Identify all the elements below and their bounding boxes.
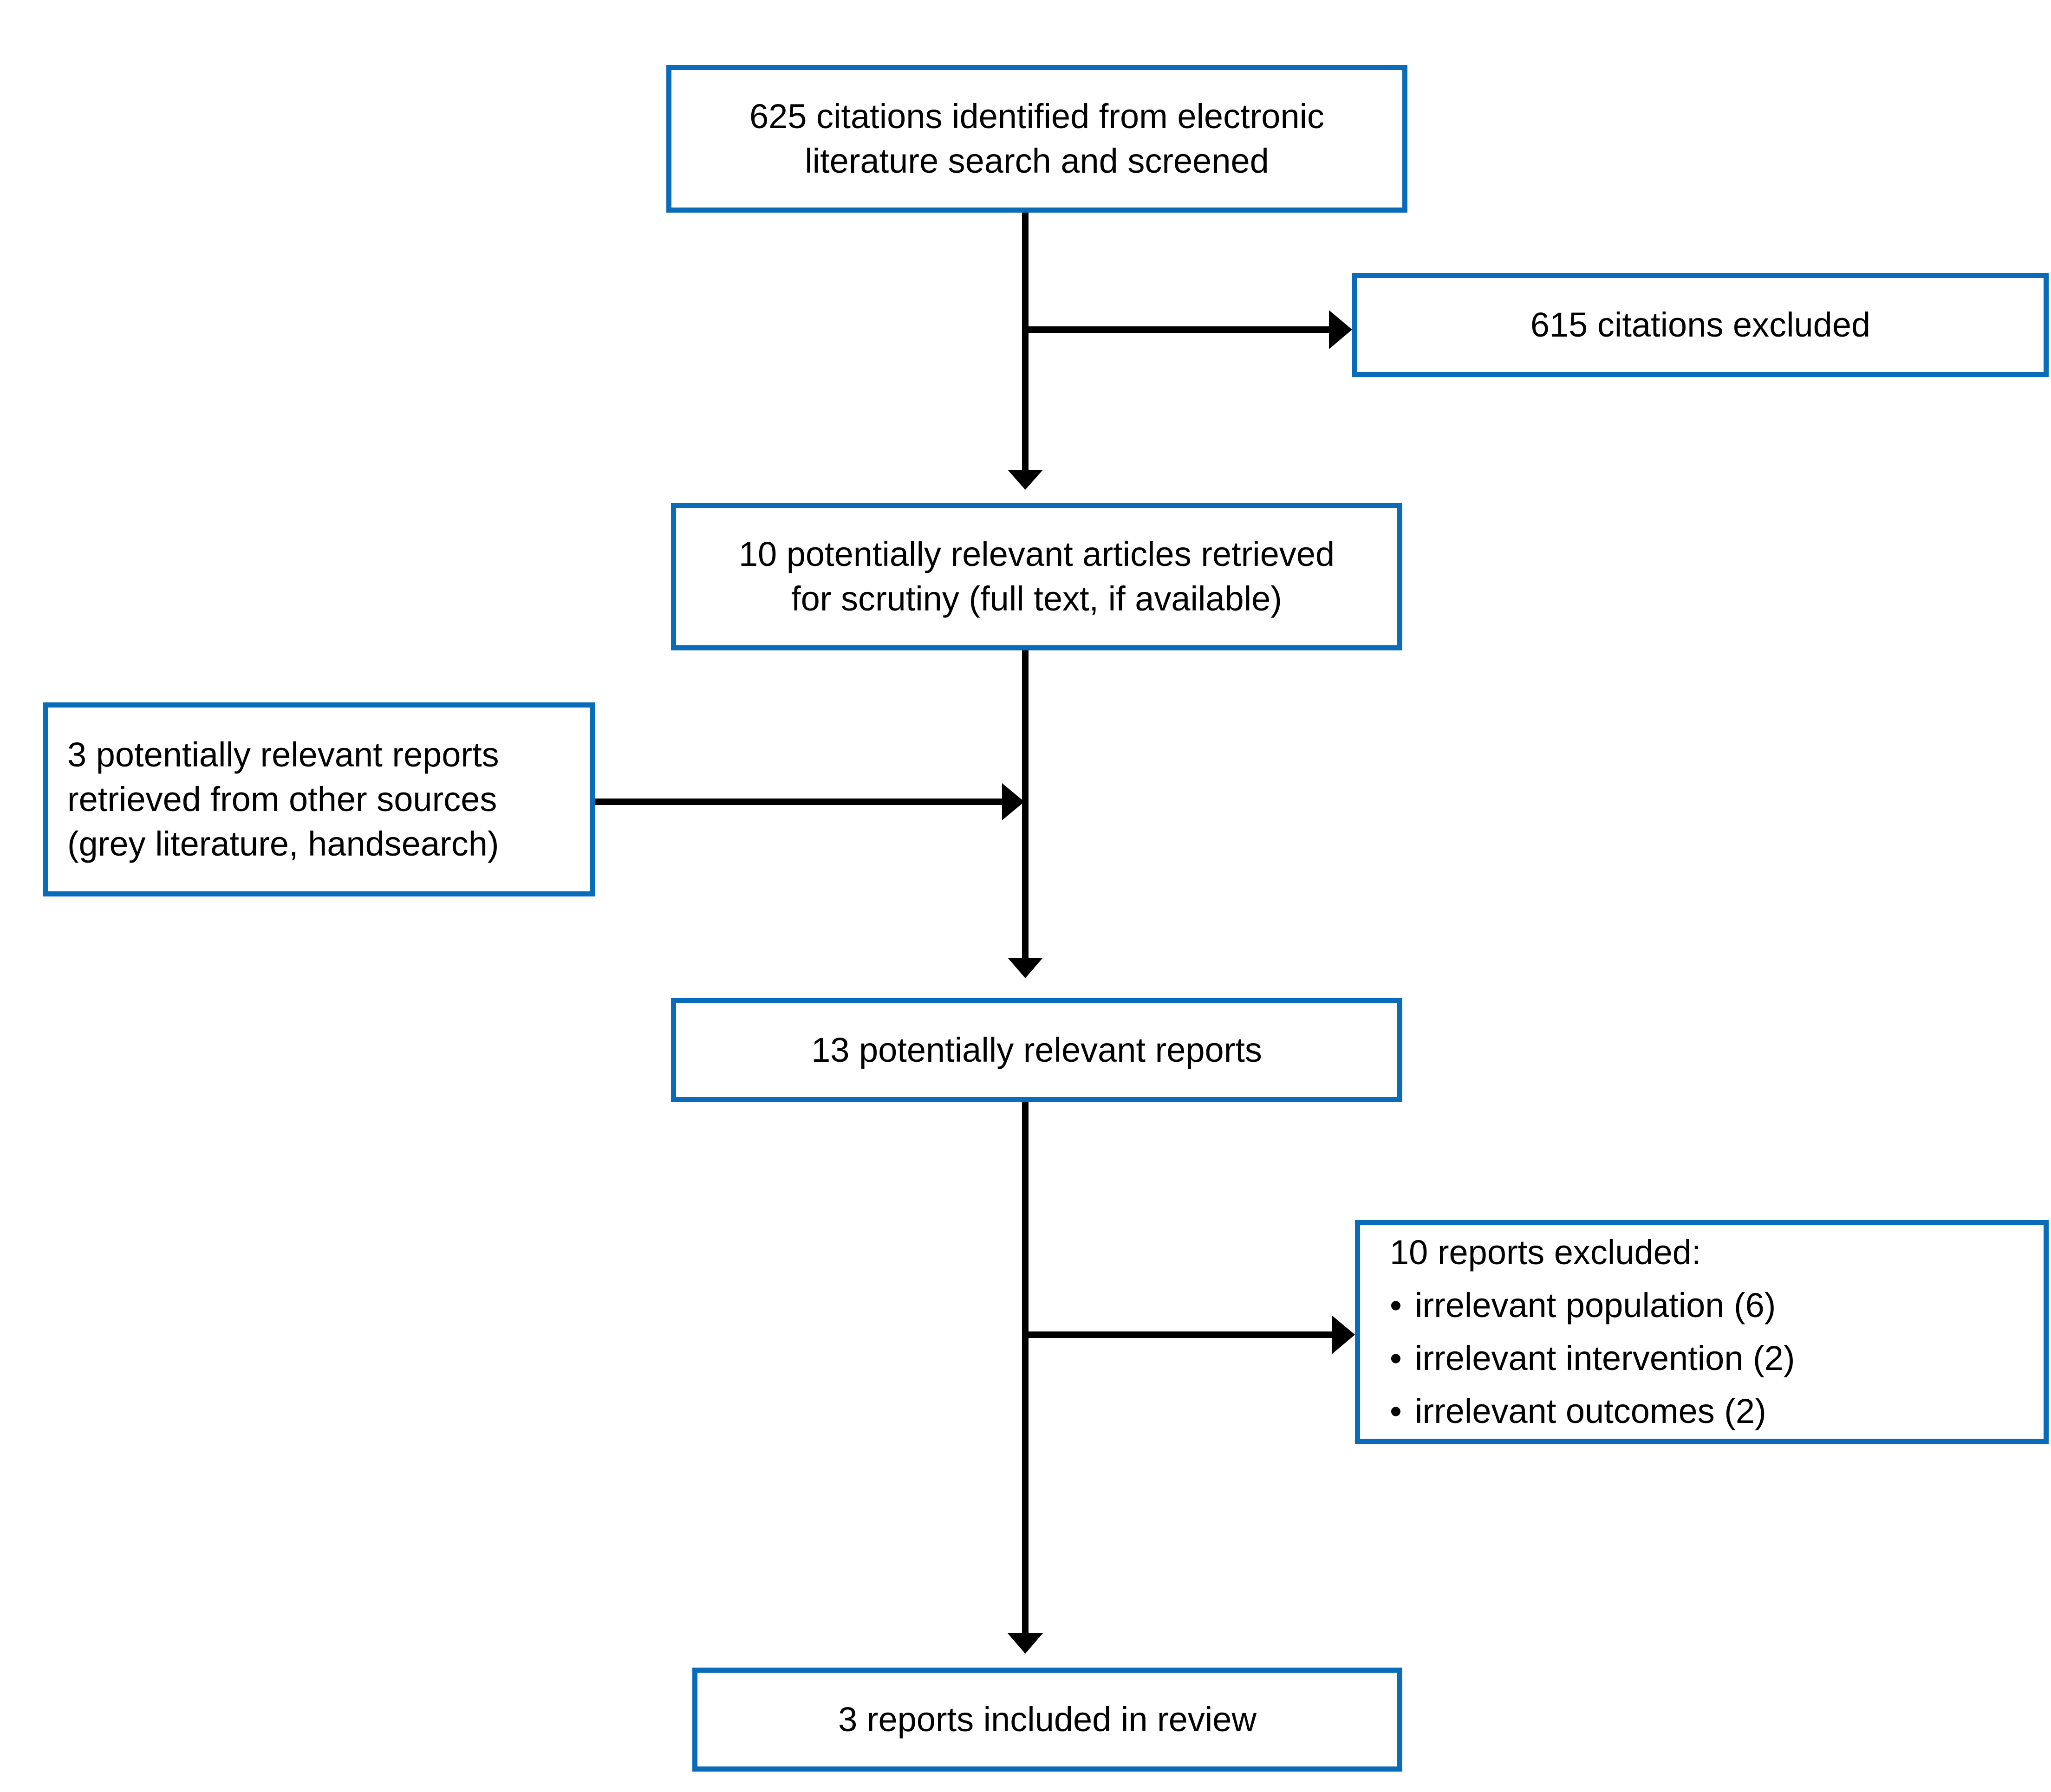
connector-retrieved-to-potentially-relevant — [1008, 650, 1043, 978]
box-articles-retrieved-label: 10 potentially relevant articles retriev… — [738, 534, 1335, 618]
bullet-icon: • — [1390, 1286, 1402, 1325]
box-reports-included: 3 reports included in review — [692, 1668, 1402, 1772]
box-citations-excluded: 615 citations excluded — [1352, 273, 2049, 377]
reports-excluded-item-outcomes-label: irrelevant outcomes (2) — [1415, 1392, 1766, 1431]
box-articles-retrieved: 10 potentially relevant articles retriev… — [671, 503, 1402, 650]
box-potentially-relevant-reports-label: 13 potentially relevant reports — [811, 1030, 1262, 1069]
reports-excluded-item-intervention-label: irrelevant intervention (2) — [1415, 1339, 1795, 1377]
connector-other-sources-to-trunk — [595, 783, 1024, 820]
reports-excluded-heading: 10 reports excluded: — [1390, 1233, 1701, 1272]
connector-potentially-relevant-to-included — [1008, 1102, 1043, 1654]
reports-excluded-item-outcomes: • irrelevant outcomes (2) — [1390, 1389, 2044, 1434]
box-other-sources-label: 3 potentially relevant reports retrieved… — [67, 735, 499, 864]
connector-identified-to-retrieved — [1008, 213, 1043, 490]
reports-excluded-list: 10 reports excluded: • irrelevant popula… — [1360, 1230, 2044, 1434]
bullet-icon: • — [1390, 1339, 1402, 1377]
reports-excluded-item-population: • irrelevant population (6) — [1390, 1283, 2044, 1328]
bullet-icon: • — [1390, 1392, 1402, 1431]
box-citations-identified-label: 625 citations identified from electronic… — [749, 97, 1325, 180]
box-citations-identified: 625 citations identified from electronic… — [666, 65, 1407, 213]
box-reports-included-label: 3 reports included in review — [838, 1700, 1257, 1739]
box-other-sources: 3 potentially relevant reports retrieved… — [43, 702, 595, 896]
reports-excluded-item-population-label: irrelevant population (6) — [1415, 1286, 1776, 1325]
box-reports-excluded: 10 reports excluded: • irrelevant popula… — [1355, 1220, 2049, 1444]
connector-to-reports-excluded — [1025, 1315, 1355, 1354]
box-potentially-relevant-reports: 13 potentially relevant reports — [671, 998, 1402, 1102]
reports-excluded-item-intervention: • irrelevant intervention (2) — [1390, 1336, 2044, 1381]
box-citations-excluded-label: 615 citations excluded — [1530, 305, 1871, 344]
connector-to-citations-excluded — [1025, 310, 1352, 349]
